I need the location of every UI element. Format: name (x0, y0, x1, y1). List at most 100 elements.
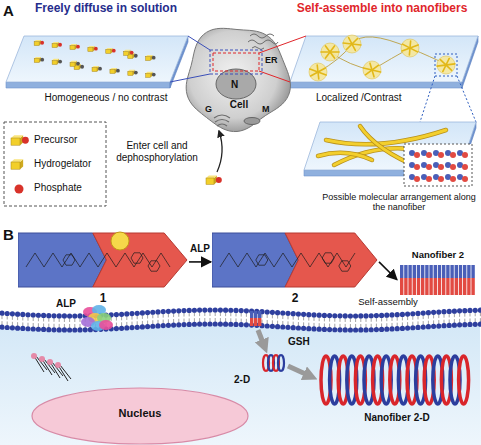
lipid-head (31, 326, 36, 331)
cell-body (186, 28, 290, 131)
fragment-red (250, 318, 253, 326)
lipid-tail (225, 312, 226, 316)
lipid-tail (210, 318, 211, 322)
cube-top (11, 135, 23, 138)
lipid-tail (80, 324, 81, 328)
lipid-head (176, 308, 181, 313)
lipid-head (20, 312, 25, 317)
molecule-red (426, 152, 432, 158)
fiber-molecule-red (434, 278, 437, 295)
lipid-tail (355, 324, 356, 328)
lipid-head (478, 322, 481, 327)
molecule-red (414, 164, 420, 170)
figure-label: G (205, 104, 212, 114)
lipid-head (67, 313, 72, 318)
fiber-molecule-blue (463, 265, 466, 278)
lipid-tail (324, 323, 325, 327)
lipid-head (166, 309, 171, 314)
lipid-head (181, 308, 186, 313)
diagram-node: 2 (212, 230, 378, 306)
golgi (217, 124, 227, 126)
lipid-tail (319, 317, 320, 321)
fiber-molecule-red (446, 278, 449, 295)
lipid-head (202, 321, 207, 326)
lipid-tail (137, 315, 138, 319)
molecular-arrangement (409, 150, 468, 182)
lipid-head (348, 313, 353, 318)
lipid-tail (220, 318, 221, 322)
cube-front (34, 42, 39, 46)
lipid-head (181, 322, 186, 327)
lipid-head (31, 353, 37, 359)
nanofiber (318, 153, 372, 160)
lipid-head (327, 327, 332, 332)
lipid-head (462, 308, 467, 313)
lipid-head (244, 322, 249, 327)
lipid-tail (449, 319, 450, 323)
figure-label: Enter cell and dephosphorylation (108, 140, 206, 163)
cube-front (11, 162, 20, 169)
lipid-head (395, 312, 400, 317)
fiber-molecule-red (442, 278, 445, 295)
lipid-tail (132, 322, 133, 326)
lipid-tail (475, 312, 476, 316)
lipid-head (150, 310, 155, 315)
fragment-blue (258, 311, 261, 318)
lipid-head (0, 325, 5, 330)
lipid-tail (142, 315, 143, 319)
molecule-red-segment (285, 233, 377, 287)
lipid-tail (412, 322, 413, 326)
molecule-red (450, 152, 456, 158)
lipid-tail (376, 324, 377, 328)
lipid-tail (459, 313, 460, 317)
cube-front (34, 58, 39, 62)
lipid-head (83, 327, 88, 332)
lipid-head (25, 326, 30, 331)
lipid-tail (293, 322, 294, 326)
aromatic-ring (131, 253, 143, 263)
lipid-head (124, 325, 129, 330)
phosphate-dot (134, 71, 138, 75)
lipid-tail (178, 319, 179, 323)
fiber-molecule-blue (425, 265, 428, 278)
fiber-cluster (343, 35, 361, 53)
molecule-red (462, 176, 468, 182)
lipid-tail (345, 324, 346, 328)
fiber-strand (343, 43, 361, 45)
precursor-icon (206, 176, 222, 185)
lipid-head (421, 310, 426, 315)
figure-label: 2-D (234, 374, 250, 386)
lipid-tail (428, 315, 429, 319)
lipid-head (207, 321, 212, 326)
lipid-tail (230, 312, 231, 316)
fiber-cluster (309, 63, 327, 81)
phosphate-dot (152, 56, 156, 60)
lipid-head (400, 312, 405, 317)
zoom-line (457, 76, 476, 122)
lipid-head (478, 308, 481, 313)
lipid-tail (236, 318, 237, 322)
lipid-head (457, 308, 462, 313)
fiber-molecule-blue (446, 265, 449, 278)
lipid-tail (52, 362, 63, 376)
lipid-tail (225, 318, 226, 322)
aromatic-ring (148, 261, 160, 271)
entry-arrow (217, 131, 222, 172)
molecule-red (426, 164, 432, 170)
node-text: Nucleus (30, 407, 250, 420)
lipid-tail (392, 317, 393, 321)
lipid-tail (38, 317, 39, 321)
fiber-molecule-blue (413, 265, 416, 278)
phosphate-dot (40, 41, 44, 45)
lipid-tail (470, 318, 471, 322)
fiber-molecule-red (455, 278, 458, 295)
lipid-tail (298, 322, 299, 326)
lipid-head (36, 327, 41, 332)
lipid-tail (132, 316, 133, 320)
lipid-tail (454, 313, 455, 317)
fiber-molecule-red (463, 278, 466, 295)
lipid-head (405, 311, 410, 316)
lipid-tail (28, 317, 29, 321)
lipid-tail (464, 313, 465, 317)
lipid-tail (355, 318, 356, 322)
